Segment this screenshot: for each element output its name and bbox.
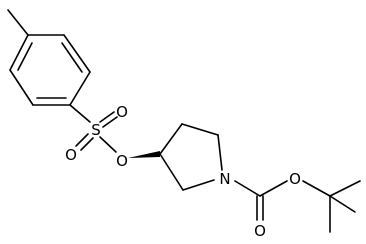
- bond-ring-3: [69, 71, 91, 106]
- bond-ring-sulfur: [69, 104, 91, 123]
- atom-label-sulfonyl-oxygen-upper: O: [116, 103, 128, 121]
- bond-carbonyl-o-tbu: [259, 180, 288, 197]
- bond-ring-inner-3: [17, 42, 33, 71]
- atom-label-carbonyl-oxygen: O: [254, 222, 266, 240]
- bond-methyl: [7, 9, 29, 36]
- bond-s-o-upper-a: [99, 111, 115, 123]
- atom-label-sulfur: S: [91, 121, 101, 139]
- atom-label-nitrogen: N: [219, 170, 230, 188]
- bond-s-o-lower-b: [80, 137, 94, 151]
- bond-pyr-2: [181, 123, 219, 136]
- bond-ring-inner-1: [61, 42, 83, 73]
- bond-o-quat: [302, 180, 331, 197]
- atom-label-ester-oxygen: O: [116, 152, 128, 170]
- atom-label-tbu-oxygen: O: [289, 170, 301, 188]
- bond-tbu-methyl-3: [329, 195, 356, 213]
- bond-s-o-ester: [99, 136, 117, 153]
- bond-pyr-5: [159, 153, 184, 191]
- bond-s-o-lower-a: [75, 133, 89, 147]
- bond-ring-6: [9, 34, 29, 71]
- bond-n-carbonyl: [234, 180, 261, 197]
- bond-pyr-3: [217, 134, 223, 171]
- benzene-ring: [9, 34, 91, 106]
- bond-pyr-1: [159, 123, 183, 155]
- bond-ring-5: [9, 69, 34, 106]
- pyrrolidine-ring: [159, 123, 223, 191]
- bond-ring-2: [63, 34, 91, 73]
- bond-pyr-4: [182, 179, 215, 191]
- bond-s-o-upper-b: [102, 116, 118, 128]
- stereo-wedge-bond: [128, 151, 160, 158]
- bond-tbu-methyl-2: [329, 180, 361, 197]
- atom-label-sulfonyl-oxygen-lower: O: [65, 146, 77, 164]
